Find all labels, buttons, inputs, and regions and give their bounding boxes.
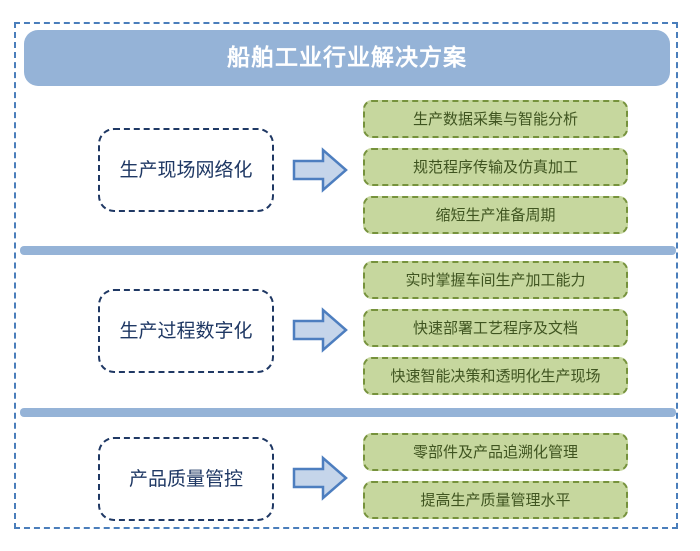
item-list-3: 零部件及产品追溯化管理 提高生产质量管理水平 [363, 433, 628, 519]
stage-box-3[interactable]: 产品质量管控 [98, 437, 274, 521]
item-list-1: 生产数据采集与智能分析 规范程序传输及仿真加工 缩短生产准备周期 [363, 100, 628, 234]
item-label: 提高生产质量管理水平 [420, 490, 571, 509]
item-box[interactable]: 规范程序传输及仿真加工 [363, 148, 628, 186]
item-box[interactable]: 缩短生产准备周期 [363, 196, 628, 234]
item-box[interactable]: 生产数据采集与智能分析 [363, 100, 628, 138]
arrow-right-icon [292, 307, 348, 353]
item-label: 实时掌握车间生产加工能力 [405, 270, 586, 289]
item-label: 零部件及产品追溯化管理 [412, 442, 578, 461]
stage-box-1[interactable]: 生产现场网络化 [98, 128, 274, 212]
section-divider-2 [20, 408, 676, 417]
item-label: 快速智能决策和透明化生产现场 [390, 366, 601, 385]
outer-dashed-frame [14, 22, 678, 529]
section-row-1: 生产现场网络化 生产数据采集与智能分析 规范程序传输及仿真加工 缩短生产准备周期 [16, 92, 676, 247]
item-label: 生产数据采集与智能分析 [412, 109, 578, 128]
stage-label-2: 生产过程数字化 [119, 319, 253, 342]
stage-label-1: 生产现场网络化 [119, 158, 253, 181]
item-box[interactable]: 快速智能决策和透明化生产现场 [363, 357, 628, 395]
section-row-3: 产品质量管控 零部件及产品追溯化管理 提高生产质量管理水平 [16, 417, 676, 529]
stage-box-2[interactable]: 生产过程数字化 [98, 289, 274, 373]
item-box[interactable]: 零部件及产品追溯化管理 [363, 433, 628, 471]
stage-label-3: 产品质量管控 [128, 467, 243, 490]
item-box[interactable]: 提高生产质量管理水平 [363, 481, 628, 519]
item-label: 快速部署工艺程序及文档 [412, 318, 578, 337]
section-divider-1 [20, 246, 676, 255]
item-label: 缩短生产准备周期 [435, 205, 556, 224]
section-row-2: 生产过程数字化 实时掌握车间生产加工能力 快速部署工艺程序及文档 快速智能决策和… [16, 255, 676, 407]
page-title: 船舶工业行业解决方案 [227, 44, 467, 71]
title-banner: 船舶工业行业解决方案 [24, 30, 670, 86]
arrow-right-icon [292, 147, 348, 193]
item-box[interactable]: 快速部署工艺程序及文档 [363, 309, 628, 347]
item-box[interactable]: 实时掌握车间生产加工能力 [363, 261, 628, 299]
item-label: 规范程序传输及仿真加工 [412, 157, 578, 176]
item-list-2: 实时掌握车间生产加工能力 快速部署工艺程序及文档 快速智能决策和透明化生产现场 [363, 261, 628, 395]
arrow-right-icon [292, 455, 348, 501]
